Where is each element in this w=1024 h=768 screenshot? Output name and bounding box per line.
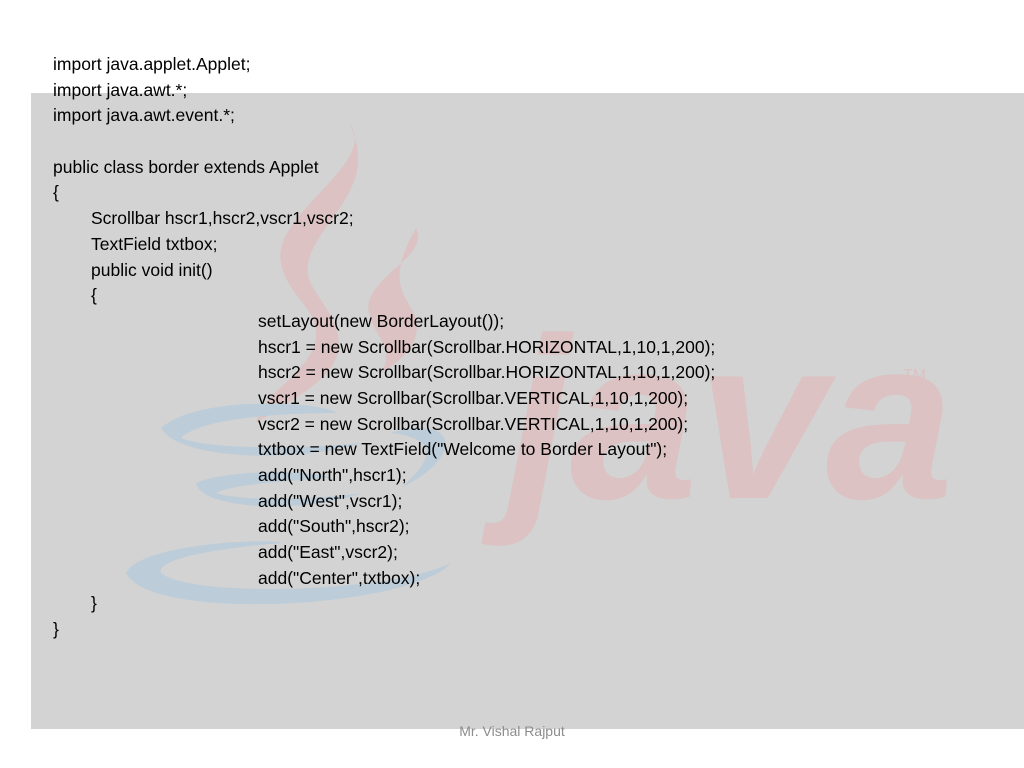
code-line: hscr2 = new Scrollbar(Scrollbar.HORIZONT… (258, 362, 716, 383)
code-line: import java.awt.event.*; (53, 105, 235, 126)
code-line: } (53, 619, 59, 640)
code-line: import java.applet.Applet; (53, 54, 251, 74)
code-line: vscr1 = new Scrollbar(Scrollbar.VERTICAL… (258, 387, 689, 408)
code-line: add("West",vscr1); (258, 490, 403, 511)
code-line: hscr1 = new Scrollbar(Scrollbar.HORIZONT… (258, 336, 716, 357)
code-line: } (91, 593, 97, 614)
code-line: add("North",hscr1); (258, 465, 407, 485)
code-line: add("South",hscr2); (258, 516, 410, 537)
code-line: public void init() (91, 259, 213, 280)
slide-footer-author: Mr. Vishal Rajput (459, 723, 565, 739)
code-line: { (91, 285, 97, 306)
code-line: TextField txtbox; (91, 233, 218, 254)
code-line: Scrollbar hscr1,hscr2,vscr1,vscr2; (91, 208, 354, 229)
code-line: setLayout(new BorderLayout()); (258, 310, 505, 331)
code-line: import java.awt.*; (53, 79, 188, 100)
code-line: add("Center",txtbox); (258, 567, 421, 588)
code-line: { (53, 182, 59, 203)
code-line: public class border extends Applet (53, 156, 319, 177)
code-line: add("East",vscr2); (258, 542, 398, 563)
code-line (53, 129, 715, 155)
code-line: txtbox = new TextField("Welcome to Borde… (258, 439, 668, 460)
code-line: vscr2 = new Scrollbar(Scrollbar.VERTICAL… (258, 413, 689, 434)
code-listing: import java.applet.Applet; import java.aw… (53, 52, 715, 643)
